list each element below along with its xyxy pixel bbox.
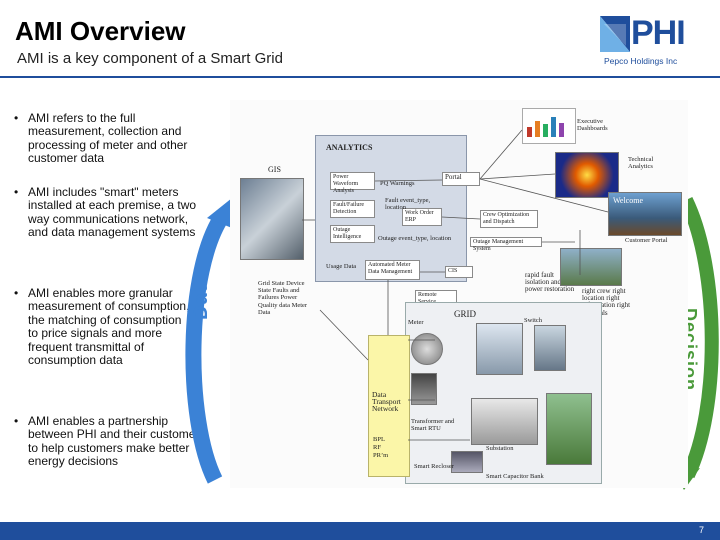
diagram-connectors: [302, 129, 609, 441]
dtn-item: RF: [373, 444, 381, 451]
phi-logo: PHI Pepco Holdings Inc: [600, 14, 700, 70]
pq-warnings-label: PQ Warnings: [380, 180, 415, 187]
field-crew-image: [560, 248, 622, 286]
transmission-tower-image: [476, 323, 523, 375]
executive-dashboards-image: [522, 108, 576, 144]
bullet-text: AMI enables more granular measurement of…: [28, 286, 190, 368]
bullet-text: AMI includes "smart" meters installed at…: [28, 185, 197, 240]
substation-image: [471, 398, 538, 445]
transformer-label: Transformer and Smart RTU: [411, 418, 455, 433]
bullet-text: AMI enables a partnership between PHI an…: [28, 414, 206, 469]
header-rule: [0, 76, 720, 78]
fault-failure-box: Fault/Failure Detection: [330, 200, 375, 218]
grid-state-label: Grid State Device State Faults and Failu…: [258, 280, 308, 316]
meter-image: [411, 333, 443, 365]
data-transport-network: Data Transport Network BPL RF PR’m: [368, 335, 410, 477]
bullet-item: •AMI refers to the full measurement, col…: [14, 111, 188, 166]
outage-intelligence-box: Outage Intelligence: [330, 225, 375, 243]
fault-event-label: Fault event_type, location: [385, 197, 431, 212]
substation-label: Substation: [486, 445, 514, 452]
smart-capacitor-label: Smart Capacitor Bank: [486, 473, 544, 480]
welcome-label: Welcome: [613, 196, 644, 205]
rapid-fault-label: rapid fault isolation and power restorat…: [525, 271, 575, 294]
ami-data-management-box: Automated Meter Data Management: [365, 260, 420, 280]
outage-management-box: Outage Management System: [470, 237, 542, 252]
logo-subtext: Pepco Holdings Inc: [604, 56, 678, 66]
dtn-item: PR’m: [373, 452, 389, 459]
meter-label: Meter: [408, 319, 424, 326]
switch-label: Switch: [524, 317, 543, 324]
crew-optimization-box: Crew Optimization and Dispatch: [480, 210, 538, 228]
footer-bar: 7: [0, 522, 720, 540]
data-arrow-label: Data: [190, 272, 212, 320]
work-order-box: Work Order ERP: [402, 208, 442, 226]
cis-box: CIS: [445, 266, 473, 278]
technical-analytics-label: Technical Analytics: [628, 156, 654, 171]
phi-logo-mark-icon: [600, 16, 630, 52]
customer-portal-label: Customer Portal: [625, 237, 668, 244]
outage-event-label: Outage event_type, location: [378, 235, 452, 242]
bullet-text: AMI refers to the full measurement, coll…: [28, 111, 188, 166]
dtn-item: BPL: [373, 436, 385, 443]
bullet-item: •AMI enables a partnership between PHI a…: [14, 414, 206, 469]
grid-area: GRID Meter Switch Substation Transformer…: [405, 302, 602, 484]
logo-text: PHI: [631, 14, 686, 52]
bullet-item: •AMI includes "smart" meters installed a…: [14, 185, 197, 240]
portal-box: Portal: [442, 172, 480, 186]
power-waveform-box: Power Waveform Analysis: [330, 172, 375, 194]
page-title: AMI Overview: [15, 16, 186, 46]
smart-recloser-image: [451, 451, 483, 473]
page-number: 7: [698, 525, 704, 535]
smart-recloser-label: Smart Recloser: [414, 463, 454, 470]
customer-portal-image: Welcome: [608, 192, 682, 236]
analytics-title: ANALYTICS: [326, 143, 373, 152]
gis-label: GIS: [268, 165, 281, 174]
usage-data-label: Usage Data: [326, 263, 357, 270]
gis-workstation-image: [240, 178, 304, 260]
pole-image: [546, 393, 592, 465]
grid-label: GRID: [454, 309, 476, 319]
technical-analytics-image: [555, 152, 619, 198]
executive-dashboards-label: Executive Dashboards: [577, 118, 608, 133]
data-arrow-icon: [185, 194, 237, 484]
bullet-item: •AMI enables more granular measurement o…: [14, 286, 190, 368]
page-subtitle: AMI is a key component of a Smart Grid: [17, 50, 283, 67]
ami-architecture-diagram: GIS ANALYTICS Power Waveform Analysis Fa…: [230, 100, 688, 488]
dtn-label: Data Transport Network: [372, 390, 401, 414]
switch-image: [534, 325, 566, 371]
